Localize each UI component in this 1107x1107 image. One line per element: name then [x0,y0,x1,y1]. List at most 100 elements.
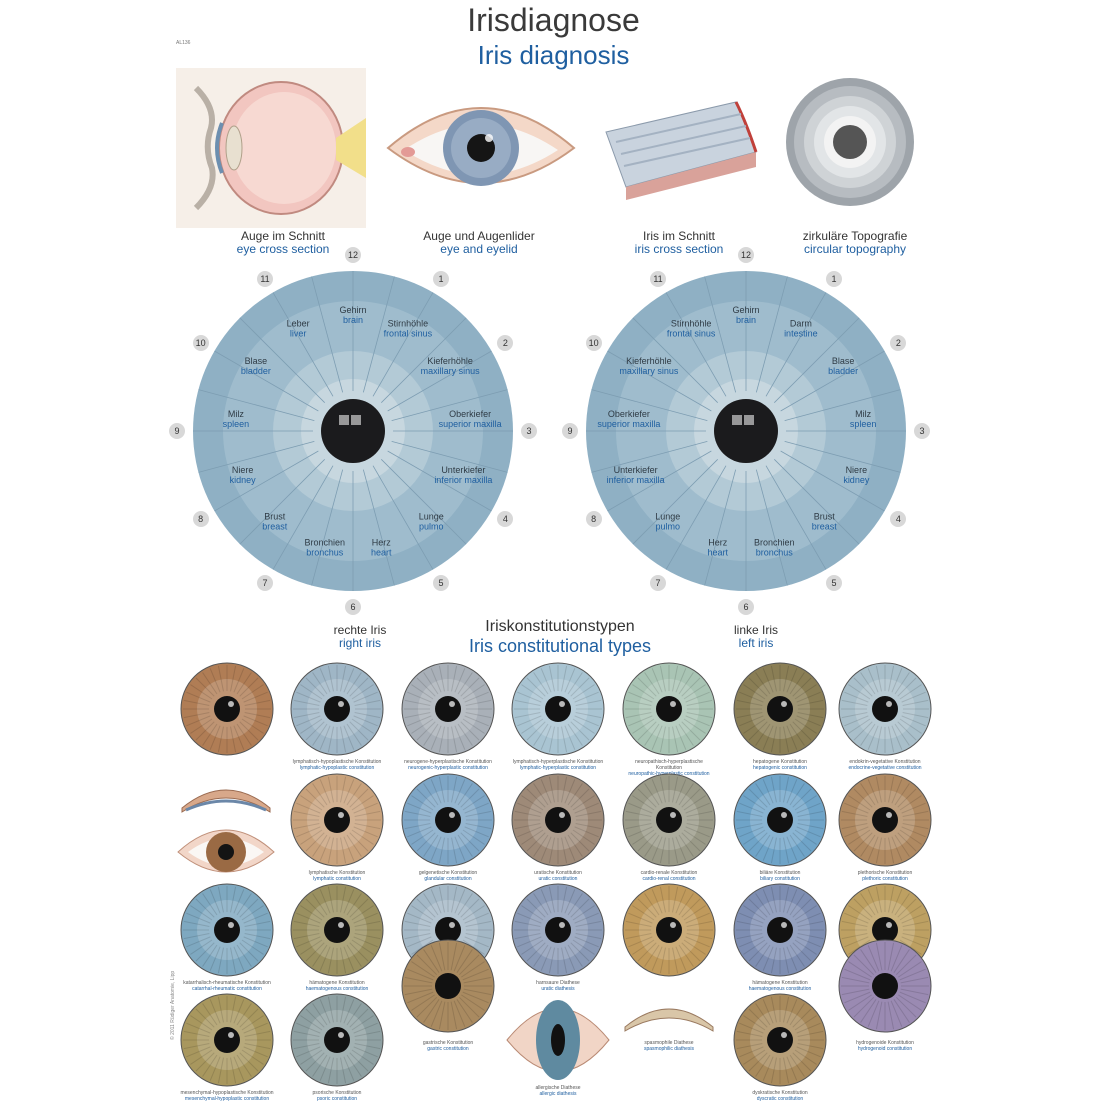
iris-fiber [794,829,817,845]
iris-fiber [312,672,328,695]
iris-fiber [453,945,466,972]
iris-fiber [794,1049,817,1065]
iris-fiber [686,933,713,940]
iris-fiber [460,898,480,918]
iris-fiber [561,726,568,753]
iris-fiber [743,1015,766,1031]
iris-fiber [411,718,434,734]
iris-fiber [683,795,706,811]
iris-map-sector-line [214,450,319,512]
iris-fiber [853,898,873,918]
iris-fiber [628,715,653,727]
iris-fiber [632,718,655,734]
iris-fiber [632,829,655,845]
iris-fiber [736,1030,763,1037]
iris-fiber [514,699,541,706]
iris-fiber [739,826,764,838]
iris-fiber [514,823,541,830]
iris-fiber [407,991,434,1004]
iris-map-sector-line [780,350,885,412]
iris-fiber [575,699,602,706]
iris-fiber [897,788,917,808]
iris-fiber [686,823,713,830]
iris-fiber [659,886,666,913]
iris-fiber [312,834,328,857]
iris-fiber [404,988,433,996]
iris-layer-cross-section-illustration [181,789,271,813]
product-code: AL136 [176,40,191,46]
iris-fiber [841,810,868,817]
organ-label-de: Bronchien [304,538,345,548]
iris-fiber [844,802,869,814]
iris-fiber [860,893,876,916]
iris-fiber [789,672,805,695]
iris-image [180,662,274,756]
iris-map-sector-line [372,465,434,570]
iris-fiber [230,996,237,1023]
iris-fiber [233,1056,245,1081]
iris-fiber [540,889,552,914]
iris-fiber [637,832,657,852]
iris-fiber [190,905,213,921]
iris-image [733,662,827,756]
iris-fiber [894,723,910,746]
iris-fiber [783,1057,790,1084]
iris-map-sector-line [311,276,344,393]
iris-fiber [411,939,434,955]
iris-fiber [183,920,210,927]
iris-fiber [351,1015,374,1031]
organ-label-de: Oberkiefer [608,409,650,419]
iris-fiber [423,949,440,973]
iris-fiber [239,1008,259,1028]
iris-fiber [899,829,922,845]
iris-fiber [465,823,492,830]
iris-fiber [340,1057,347,1084]
iris-fiber [464,826,489,838]
iris-fiber [349,677,369,697]
iris-fiber [239,942,259,962]
iris-fiber [789,944,805,967]
iris-fiber [561,947,568,974]
iris-fiber [659,665,666,692]
clock-number: 9 [169,423,185,439]
iris-fiber [416,677,436,697]
iris-map-sector-line [591,440,708,473]
iris-fiber [233,889,245,914]
iris-map-sector-line [239,317,325,403]
iris-fiber [353,802,378,814]
iris-fiber [743,718,766,734]
iris-fiber [743,829,766,845]
iris-fiber [209,725,221,750]
iris-fiber [241,684,264,700]
iris-glint [886,812,892,818]
iris-fiber [423,723,439,746]
iris-fiber [564,836,576,861]
iris-fiber [901,912,926,924]
iris-fiber [300,718,323,734]
iris-fiber [743,1049,766,1065]
iris-glint [559,922,565,928]
iris-fiber [887,1001,895,1030]
iris-fiber [243,1046,268,1058]
iris-fiber [533,893,549,916]
iris-fiber [230,1057,237,1084]
iris-fiber [570,898,590,918]
iris-fiber [548,837,555,864]
iris-image [180,993,274,1087]
iris-pupil [656,807,682,833]
organ-label-de: Oberkiefer [449,409,491,419]
organ-label-en: frontal sinus [667,329,716,339]
iris-glint [228,1032,234,1038]
iris-fiber [404,699,431,706]
iris-fiber [346,893,362,916]
iris-fiber [464,715,489,727]
iris-fiber [217,996,224,1023]
iris-fiber [901,826,926,838]
iris-glint [228,922,234,928]
iris-fiber [351,1049,374,1065]
iris-fiber [770,947,777,974]
organ-label-de: Lunge [655,511,680,521]
iris-fiber [296,715,321,727]
